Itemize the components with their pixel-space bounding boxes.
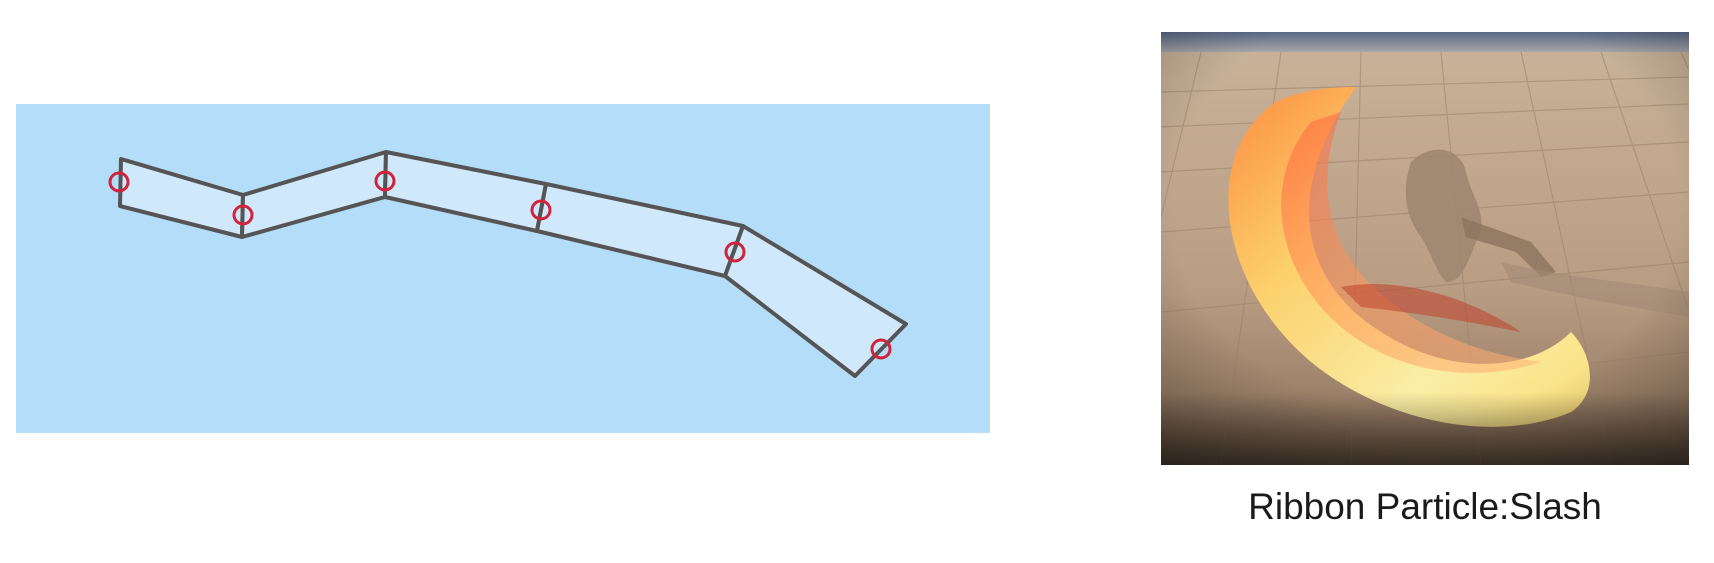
slash-effect-image bbox=[1161, 32, 1689, 465]
control-point bbox=[108, 171, 130, 193]
ribbon-diagram bbox=[16, 104, 990, 433]
control-point bbox=[530, 199, 552, 221]
ribbon-segment bbox=[383, 150, 548, 233]
slash-effect-picture bbox=[1161, 32, 1689, 465]
ribbon-segment bbox=[723, 224, 908, 378]
control-point bbox=[870, 338, 892, 360]
ribbon-control-points bbox=[108, 170, 892, 360]
ribbon-strip bbox=[108, 150, 908, 378]
ribbon-segment bbox=[118, 157, 245, 239]
control-point bbox=[724, 241, 746, 263]
control-point bbox=[374, 170, 396, 192]
preview-caption: Ribbon Particle:Slash bbox=[1248, 486, 1602, 527]
control-point bbox=[232, 204, 254, 226]
ribbon-segment bbox=[535, 182, 745, 278]
ribbon-segment bbox=[240, 150, 388, 239]
ribbon-segments bbox=[118, 150, 908, 378]
